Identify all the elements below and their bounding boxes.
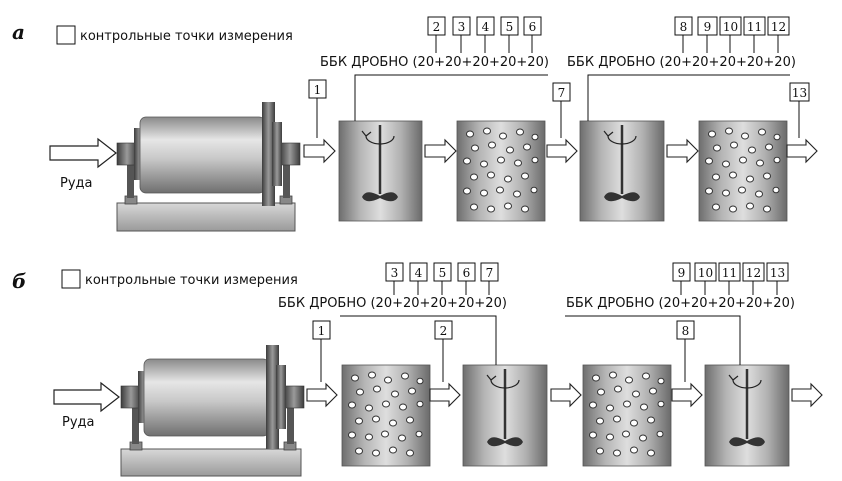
panel-a-legend: контрольные точки измерения — [80, 29, 293, 44]
flow-arrow-icon — [666, 138, 699, 164]
flow-arrow-icon — [303, 138, 336, 164]
dose-points-group: 3 4 5 6 7 — [385, 262, 499, 295]
measurement-point-label: 9 — [704, 20, 712, 34]
measurement-point-label: 1 — [314, 83, 322, 97]
flow-arrow-icon — [306, 382, 338, 408]
measurement-point-label: 7 — [558, 86, 566, 100]
dose-feed-line — [354, 74, 548, 121]
flow-arrow-icon — [791, 382, 823, 408]
dose-points-group: 8 9 10 11 12 — [674, 16, 790, 53]
agitator-tank-icon — [704, 364, 790, 467]
measurement-point-label: 10 — [723, 20, 738, 34]
ore-input-arrow-icon — [53, 381, 120, 413]
flotation-cell-icon — [698, 120, 788, 222]
measurement-point-label: 8 — [682, 324, 690, 338]
measurement-point-label: 11 — [722, 266, 737, 280]
panel-b-dose-label-1: ББК ДРОБНО (20+20+20+20+20) — [278, 296, 507, 311]
legend-box-icon — [61, 269, 81, 289]
agitator-tank-icon — [579, 120, 665, 222]
panel-a-dose-label-1: ББК ДРОБНО (20+20+20+20+20) — [320, 55, 549, 70]
flow-arrow-icon — [550, 382, 582, 408]
measurement-point-label: 2 — [433, 20, 441, 34]
measurement-point-label: 11 — [747, 20, 762, 34]
flow-arrow-icon — [546, 138, 578, 164]
measurement-point-label: 13 — [792, 86, 807, 100]
panel-a-ore-label: Руда — [60, 176, 93, 191]
flotation-cell-icon — [582, 364, 672, 467]
measurement-point-label: 12 — [771, 20, 786, 34]
flow-arrow-icon — [671, 382, 703, 408]
panel-b-dose-label-2: ББК ДРОБНО (20+20+20+20+20) — [566, 296, 795, 311]
measurement-point-label: 13 — [770, 266, 785, 280]
dose-feed-line — [340, 315, 497, 365]
dose-feed-line — [587, 74, 790, 121]
ball-mill-icon — [120, 345, 305, 477]
panel-a: а контрольные точки измерения Руда 1 — [12, 16, 818, 232]
flotation-cell-icon — [456, 120, 546, 222]
flotation-cell-icon — [341, 364, 431, 467]
measurement-point-label: 4 — [415, 266, 423, 280]
flow-arrow-icon — [429, 382, 461, 408]
panel-b-ore-label: Руда — [62, 415, 95, 430]
measurement-point-label: 8 — [680, 20, 688, 34]
dose-points-group: 2 3 4 5 6 — [427, 16, 542, 53]
panel-a-dose-label-2: ББК ДРОБНО (20+20+20+20+20) — [567, 55, 796, 70]
ore-input-arrow-icon — [49, 137, 117, 169]
agitator-tank-icon — [462, 364, 548, 467]
measurement-point-label: 10 — [698, 266, 713, 280]
agitator-tank-icon — [338, 120, 423, 222]
panel-a-letter: а — [12, 20, 25, 44]
dose-points-group: 9 10 11 12 13 — [672, 262, 789, 295]
legend-box-icon — [56, 25, 76, 45]
panel-b-letter: б — [12, 269, 26, 293]
measurement-point-label: 5 — [439, 266, 447, 280]
measurement-point-label: 6 — [529, 20, 537, 34]
measurement-point-label: 7 — [486, 266, 494, 280]
measurement-point-label: 5 — [506, 20, 514, 34]
measurement-point-label: 2 — [440, 324, 448, 338]
flow-arrow-icon — [786, 138, 818, 164]
measurement-point-label: 1 — [318, 324, 326, 338]
measurement-point-label: 6 — [463, 266, 471, 280]
ball-mill-icon — [116, 102, 301, 232]
dose-feed-line — [565, 315, 741, 365]
panel-b-legend: контрольные точки измерения — [85, 273, 298, 288]
flow-arrow-icon — [424, 138, 457, 164]
panel-b: б контрольные точки измерения Руда 1 — [12, 262, 823, 477]
measurement-point-label: 3 — [391, 266, 399, 280]
measurement-point-label: 9 — [678, 266, 686, 280]
measurement-point-label: 4 — [482, 20, 490, 34]
measurement-point-label: 3 — [458, 20, 466, 34]
measurement-point-label: 12 — [746, 266, 761, 280]
